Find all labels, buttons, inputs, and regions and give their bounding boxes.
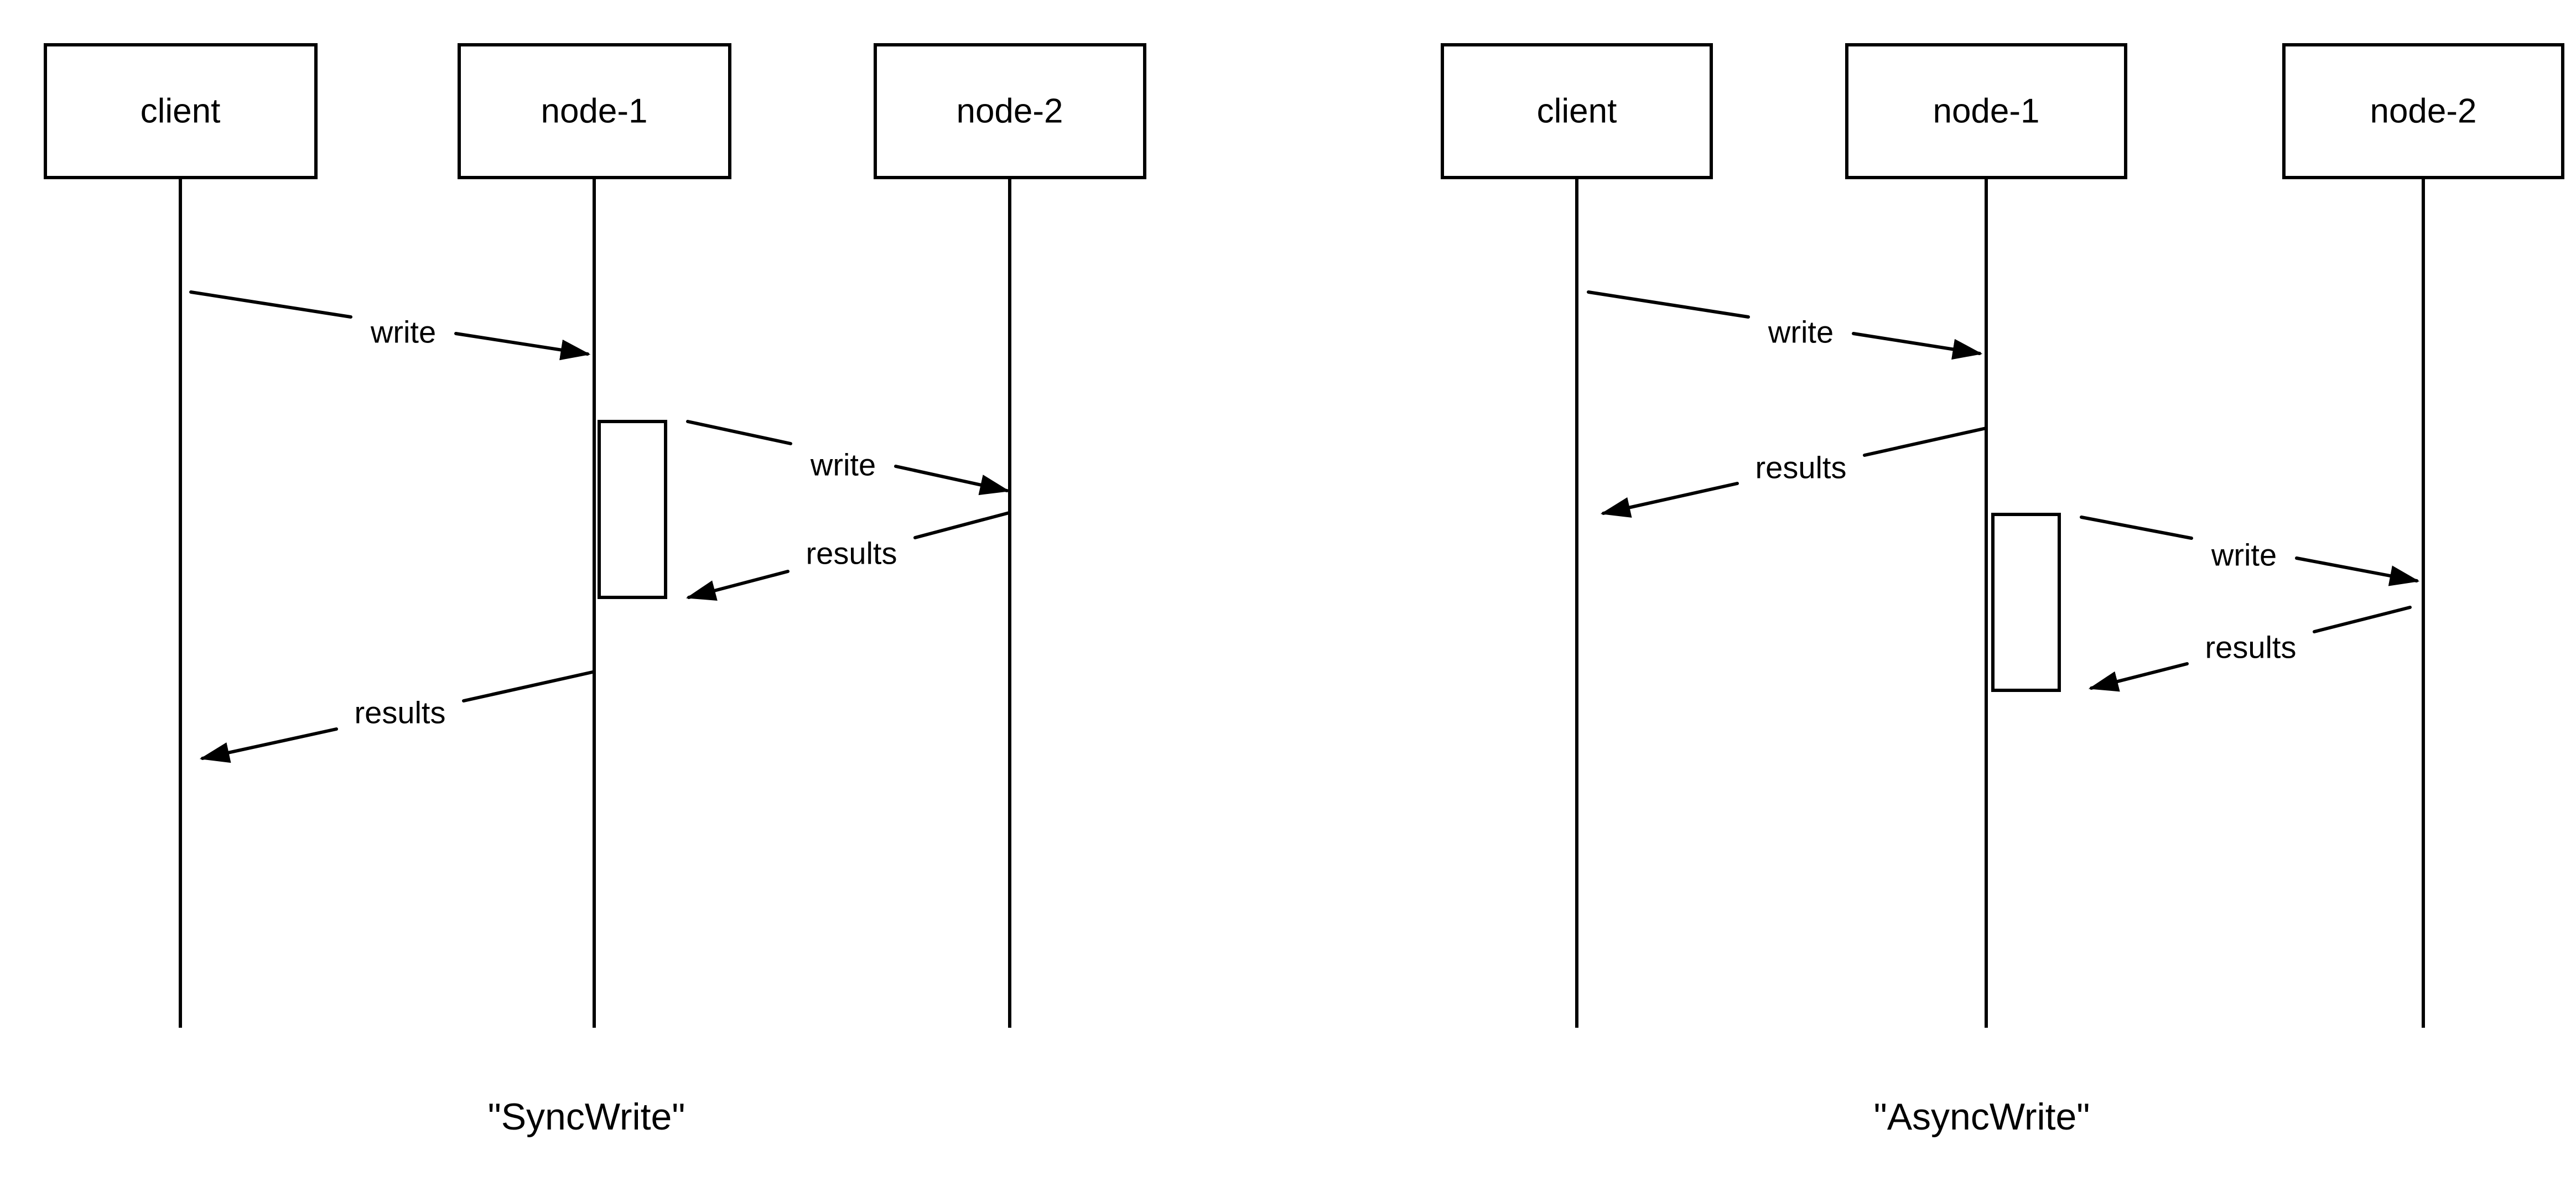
message-write-node1-node2: write	[2080, 516, 2420, 586]
actor-label: client	[141, 92, 221, 131]
actor-box	[874, 43, 1146, 179]
actor-node-2: node-2	[2282, 43, 2564, 179]
message-line-arrow	[1852, 332, 1983, 360]
actor-box	[1845, 43, 2127, 179]
actor-label: node-1	[1933, 92, 2039, 131]
actor-client: client	[1441, 43, 1713, 179]
activation-bar-node-1	[598, 420, 667, 599]
message-write-client-node1: write	[1587, 290, 1983, 360]
message-label: results	[355, 695, 446, 730]
message-line	[462, 670, 594, 702]
diagram-caption: "AsyncWrite"	[1874, 1096, 2090, 1138]
actor-client: client	[44, 43, 318, 179]
message-label: write	[810, 447, 876, 482]
message-results-node1-client: results	[1600, 426, 1988, 518]
message-line	[1587, 290, 1750, 319]
actor-node-1: node-1	[1845, 43, 2127, 179]
message-line	[2313, 606, 2412, 633]
message-results-node2-node1: results	[2088, 606, 2412, 692]
message-line-arrow	[894, 465, 1010, 496]
message-line-arrow	[1600, 482, 1739, 518]
message-label: write	[370, 315, 436, 350]
message-label: results	[1756, 450, 1847, 485]
message-results-node2-node1: results	[685, 511, 1011, 601]
message-write-client-node1: write	[189, 290, 591, 361]
message-label: results	[806, 536, 897, 571]
actor-node-2: node-2	[874, 43, 1146, 179]
actor-box	[1441, 43, 1713, 179]
actor-label: node-2	[956, 92, 1063, 131]
message-line-arrow	[454, 332, 591, 361]
message-line	[189, 290, 352, 319]
message-write-node1-node2: write	[686, 420, 1010, 496]
message-line-arrow	[2088, 662, 2189, 692]
actor-box	[458, 43, 731, 179]
message-line-arrow	[2295, 556, 2420, 586]
message-line-arrow	[685, 570, 790, 601]
actor-label: node-2	[2370, 92, 2476, 131]
message-line	[2080, 516, 2193, 540]
message-line	[1863, 426, 1988, 457]
diagram-caption: "SyncWrite"	[488, 1096, 685, 1138]
message-line	[686, 420, 792, 445]
message-line-arrow	[199, 727, 338, 763]
message-results-node1-client: results	[199, 670, 594, 763]
activation-bar-node-1	[1991, 513, 2061, 692]
actor-box	[44, 43, 318, 179]
diagram-asyncwrite: client node-1 node-2 write results	[1441, 43, 2564, 1138]
message-label: results	[2205, 630, 2297, 665]
actor-node-1: node-1	[458, 43, 731, 179]
diagram-syncwrite: client node-1 node-2 write write re	[44, 43, 1146, 1138]
message-line	[913, 511, 1011, 539]
actor-label: node-1	[541, 92, 647, 131]
actor-box	[2282, 43, 2564, 179]
message-label: write	[2211, 538, 2277, 573]
actor-label: client	[1537, 92, 1617, 131]
message-label: write	[1768, 315, 1834, 350]
